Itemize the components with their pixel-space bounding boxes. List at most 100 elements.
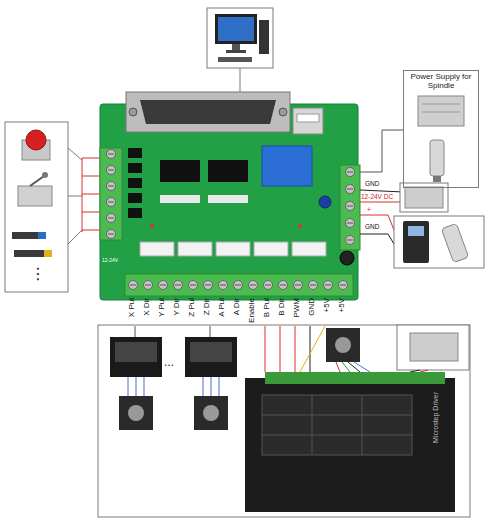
breakout-board bbox=[128, 148, 142, 158]
breakout-board bbox=[129, 108, 137, 116]
terminal-screw bbox=[309, 281, 318, 290]
terminal-screw bbox=[189, 281, 198, 290]
breakout-board bbox=[125, 274, 353, 296]
pin-label: Z Pul bbox=[188, 298, 196, 317]
inverter bbox=[403, 221, 429, 263]
computer-icon bbox=[218, 17, 254, 41]
stepper-driver bbox=[110, 337, 162, 377]
power-wire bbox=[360, 202, 404, 203]
terminal-screw bbox=[264, 281, 273, 290]
breakout-board bbox=[216, 242, 250, 256]
terminal-screw bbox=[108, 186, 114, 187]
pin-label: GND bbox=[308, 298, 316, 316]
terminal-screw bbox=[294, 281, 303, 290]
microstep-driver bbox=[312, 395, 313, 455]
sensor-box bbox=[18, 186, 52, 206]
spindle-power-supply bbox=[433, 176, 441, 182]
terminal-screw bbox=[107, 230, 116, 239]
stepper-driver bbox=[190, 342, 232, 362]
signal-wire bbox=[300, 326, 325, 372]
breakout-board bbox=[208, 160, 248, 182]
power-wire bbox=[360, 215, 394, 230]
breakout-board bbox=[150, 224, 154, 228]
signal-wire bbox=[135, 326, 136, 337]
terminal-screw bbox=[347, 189, 353, 190]
inverter bbox=[394, 216, 484, 268]
driver-box bbox=[98, 325, 470, 517]
wire-label: GND bbox=[365, 181, 379, 188]
motor-wire bbox=[211, 377, 212, 396]
breakout-board bbox=[128, 178, 142, 188]
terminal-screw bbox=[347, 206, 353, 207]
dc-power-supply bbox=[405, 187, 443, 208]
microstep-driver bbox=[262, 395, 412, 455]
terminal-screw bbox=[174, 281, 183, 290]
driver-power-supply bbox=[420, 370, 428, 372]
terminal-screw bbox=[346, 185, 355, 194]
sensor-box bbox=[38, 232, 46, 239]
terminal-screw bbox=[325, 285, 331, 286]
motor-wire bbox=[336, 362, 340, 372]
terminal-screw bbox=[249, 281, 258, 290]
wire-label: GND bbox=[365, 224, 379, 231]
breakout-board bbox=[340, 165, 360, 250]
breakout-board bbox=[293, 108, 323, 134]
pin-label: Enable bbox=[248, 298, 256, 323]
microstep-driver bbox=[262, 415, 412, 416]
motor-wire bbox=[128, 377, 219, 396]
wire-label: + bbox=[367, 206, 371, 213]
pin-label: A Dir bbox=[233, 298, 241, 315]
breakout-board bbox=[128, 193, 142, 203]
breakout-board bbox=[319, 196, 331, 208]
motor-wire bbox=[219, 377, 220, 396]
terminal-screw bbox=[294, 281, 303, 290]
motor-wire bbox=[354, 362, 370, 372]
terminal-screw bbox=[250, 285, 256, 286]
board-print: 12-24V bbox=[102, 258, 118, 263]
breakout-board bbox=[262, 146, 312, 186]
terminal-screw bbox=[159, 281, 168, 290]
breakout-board bbox=[128, 163, 142, 173]
terminal-screw bbox=[264, 281, 273, 290]
terminal-screw bbox=[295, 285, 301, 286]
driver-power-supply bbox=[410, 333, 458, 361]
microstep-driver bbox=[265, 372, 445, 384]
breakout-board bbox=[100, 148, 122, 240]
breakout-board bbox=[254, 242, 288, 256]
terminal-screw bbox=[346, 168, 355, 177]
terminal-screw bbox=[324, 281, 333, 290]
terminal-screw bbox=[219, 281, 228, 290]
motor-wire bbox=[203, 377, 204, 396]
terminal-screw bbox=[108, 218, 114, 219]
pin-label: +5V bbox=[323, 298, 331, 312]
breakout-board bbox=[279, 108, 287, 116]
sensor-box bbox=[30, 176, 44, 186]
breakout-board bbox=[160, 160, 200, 182]
breakout-board bbox=[178, 242, 212, 256]
signal-wire bbox=[295, 326, 296, 372]
breakout-board bbox=[128, 208, 142, 218]
microstep-driver bbox=[245, 378, 455, 512]
motor-wire bbox=[136, 377, 137, 396]
terminal-screw bbox=[310, 285, 316, 286]
terminal-screw bbox=[107, 150, 355, 290]
terminal-screw bbox=[204, 281, 213, 290]
terminal-screw bbox=[108, 170, 114, 171]
terminal-screw bbox=[145, 285, 151, 286]
sensor-wire bbox=[68, 148, 100, 244]
microstep-driver bbox=[245, 372, 455, 512]
pin-label: X Pul bbox=[128, 298, 136, 317]
signal-wire bbox=[280, 326, 281, 372]
sensor-wire bbox=[68, 230, 82, 244]
driver-name: Microstep Driver bbox=[432, 392, 439, 443]
breakout-board bbox=[140, 242, 174, 256]
spindle-power-supply bbox=[422, 112, 460, 113]
microstep-driver bbox=[262, 435, 412, 436]
stepper-driver bbox=[185, 337, 237, 377]
computer-icon bbox=[215, 14, 257, 44]
sensor-box bbox=[5, 122, 68, 292]
motor-wire bbox=[342, 362, 350, 372]
terminal-screw bbox=[107, 198, 116, 207]
terminal-screw bbox=[347, 172, 353, 173]
